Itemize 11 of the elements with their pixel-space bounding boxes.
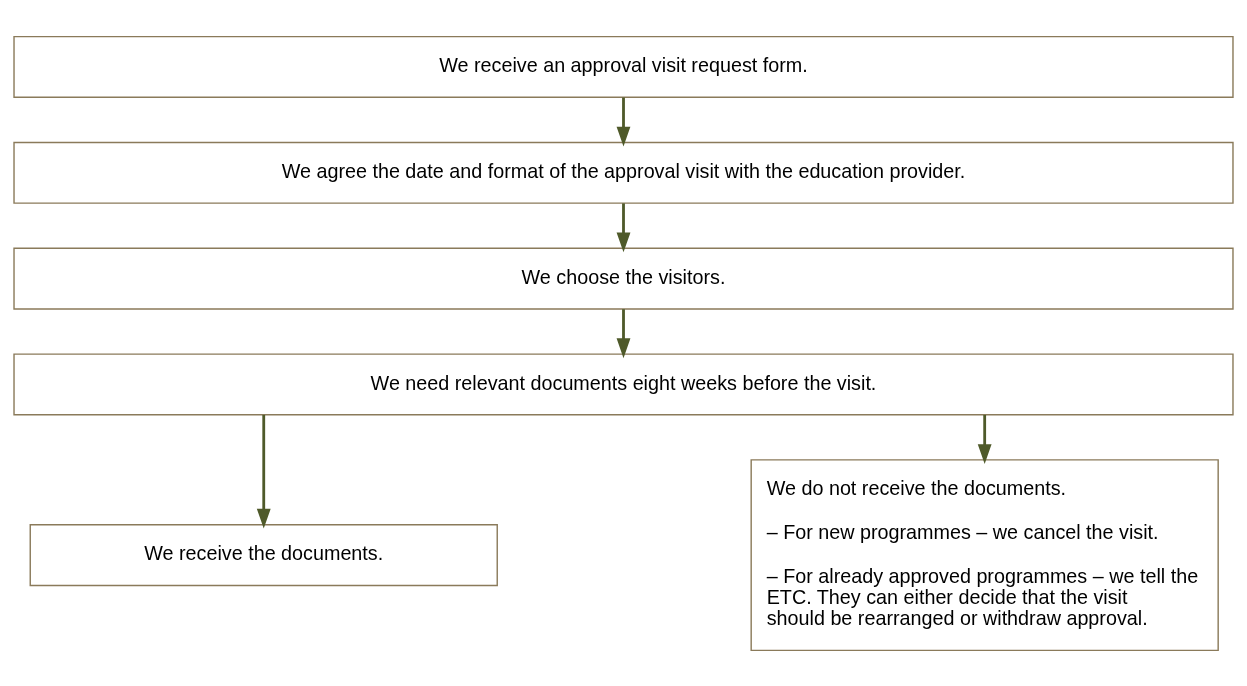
node-box: We choose the visitors. (13, 247, 1234, 310)
arrow (616, 308, 631, 358)
node-box: We receive an approval visit request form. (13, 35, 1234, 98)
arrow (616, 202, 631, 252)
arrow (256, 414, 271, 529)
node-box: We do not receive the documents. – For new programmes – we cancel the visit. – For already approved programmes – we tell the ETC. They can either decide that the visit should be rearranged or withdraw approval. (750, 458, 1219, 651)
node-box: We need relevant documents eight weeks before the visit. (13, 352, 1234, 415)
arrow (616, 97, 631, 147)
node-box: We agree the date and format of the approval visit with the education provider. (13, 141, 1234, 204)
node-box: We receive the documents. (29, 523, 498, 586)
arrow (977, 414, 992, 464)
